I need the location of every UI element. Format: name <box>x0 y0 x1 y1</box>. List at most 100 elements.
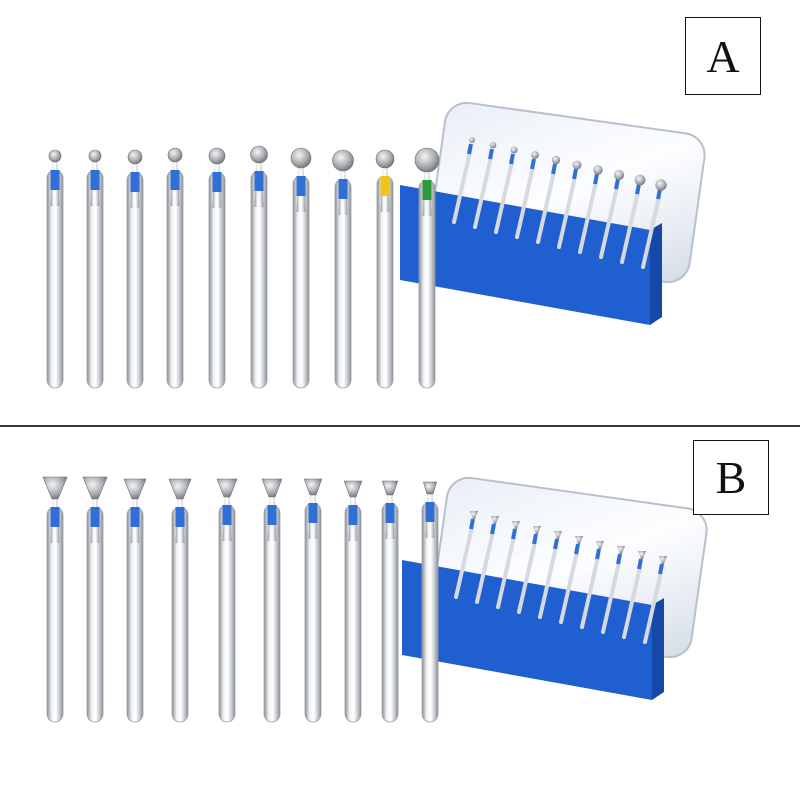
case-bur-head <box>554 531 562 539</box>
case-bur-band <box>595 548 601 560</box>
case-bur-head <box>531 151 539 159</box>
bur-set-a-image <box>46 101 706 389</box>
bur-case <box>400 101 706 325</box>
case-bur-head <box>533 526 541 534</box>
bur-round-head <box>88 149 102 163</box>
dental-bur <box>42 476 68 723</box>
case-bur-band <box>574 543 580 555</box>
bur-round-head <box>375 149 395 169</box>
bur-set-b-image <box>42 476 708 723</box>
bur-color-band <box>308 503 318 523</box>
case-bur-shank <box>580 555 600 629</box>
bur-color-band <box>90 507 100 527</box>
case-bur-shank <box>557 175 577 249</box>
bur-color-band <box>170 170 180 190</box>
case-bur-band <box>551 163 557 175</box>
case-bur-shank <box>515 165 535 239</box>
case-bur-band <box>614 178 620 190</box>
bur-round-head <box>250 145 268 164</box>
case-bur-shank <box>494 160 514 234</box>
bur-round-head <box>414 147 440 173</box>
case-bur-band <box>467 143 473 155</box>
case-bur-band <box>637 558 643 570</box>
case-bur-shank <box>643 570 663 644</box>
case-bur-head <box>613 169 625 181</box>
case-bur-shank <box>601 560 621 634</box>
case-bur-head <box>469 137 475 143</box>
bur-color-band <box>348 505 358 525</box>
case-bur-shank <box>496 535 516 609</box>
bur-color-band <box>130 172 140 192</box>
bur-color-band <box>267 505 277 525</box>
bur-inverted-cone-head <box>343 480 363 498</box>
case-bur-band <box>509 153 515 165</box>
case-bur-band <box>511 528 517 540</box>
dental-bur <box>168 478 192 723</box>
bur-color-band <box>50 507 60 527</box>
bur-color-band <box>175 507 185 527</box>
bur-case <box>402 476 708 700</box>
case-bur-band <box>490 523 496 535</box>
case-bur-shank <box>517 540 537 614</box>
panel-a: A <box>46 17 761 389</box>
case-bur-head <box>512 521 520 529</box>
bur-color-band <box>385 503 395 523</box>
dental-bur <box>126 149 144 389</box>
case-bur-band <box>593 173 599 185</box>
dental-bur <box>375 149 395 389</box>
case-bur-head <box>634 174 646 186</box>
bur-inverted-cone-head <box>42 476 68 500</box>
case-bur-band <box>469 518 475 530</box>
case-bur-band <box>530 158 536 170</box>
dental-bur <box>250 145 268 389</box>
case-bur-head <box>659 556 667 564</box>
bur-round-head <box>127 149 143 165</box>
case-bur-band <box>656 188 662 200</box>
bur-color-band <box>296 176 306 196</box>
bur-color-band <box>90 170 100 190</box>
panel-label-a: A <box>685 17 761 95</box>
bur-color-band <box>212 172 222 192</box>
bur-inverted-cone-head <box>82 476 108 500</box>
case-bur-shank <box>599 185 619 259</box>
dental-bur <box>290 147 312 389</box>
case-bur-band <box>553 538 559 550</box>
dental-bur <box>82 476 108 723</box>
case-bur-shank <box>475 530 495 604</box>
bur-inverted-cone-head <box>422 481 438 495</box>
bur-color-band <box>425 502 435 522</box>
case-bur-head <box>510 146 518 154</box>
case-bur-head <box>489 141 497 149</box>
bur-inverted-cone-head <box>303 478 323 496</box>
case-bur-band <box>488 148 494 160</box>
case-bur-shank <box>454 525 474 599</box>
bur-round-head <box>48 149 62 163</box>
bur-color-band <box>130 507 140 527</box>
bur-inverted-cone-head <box>216 478 238 498</box>
case-blue-side <box>652 598 664 700</box>
dental-bur <box>421 481 439 723</box>
bur-inverted-cone-head <box>261 478 283 498</box>
case-bur-head <box>575 536 583 544</box>
bur-inverted-cone-head <box>381 480 399 496</box>
case-bur-shank <box>452 150 472 224</box>
case-bur-head <box>596 541 604 549</box>
case-bur-head <box>638 551 646 559</box>
bur-color-band <box>380 176 390 196</box>
case-bur-shank <box>622 565 642 639</box>
dental-bur <box>208 147 226 389</box>
bur-round-head <box>208 147 226 165</box>
case-blue-side <box>650 223 662 325</box>
dental-bur <box>86 149 104 389</box>
case-bur-band <box>616 553 622 565</box>
case-bur-shank <box>538 545 558 619</box>
case-bur-head <box>551 155 561 165</box>
case-bur-head <box>491 516 499 524</box>
bur-color-band <box>50 170 60 190</box>
case-bur-head <box>655 179 667 191</box>
bur-inverted-cone-head <box>123 478 147 500</box>
dental-bur <box>381 480 399 723</box>
case-bur-head <box>593 165 603 175</box>
panel-divider <box>0 425 800 427</box>
dental-bur <box>414 147 440 389</box>
